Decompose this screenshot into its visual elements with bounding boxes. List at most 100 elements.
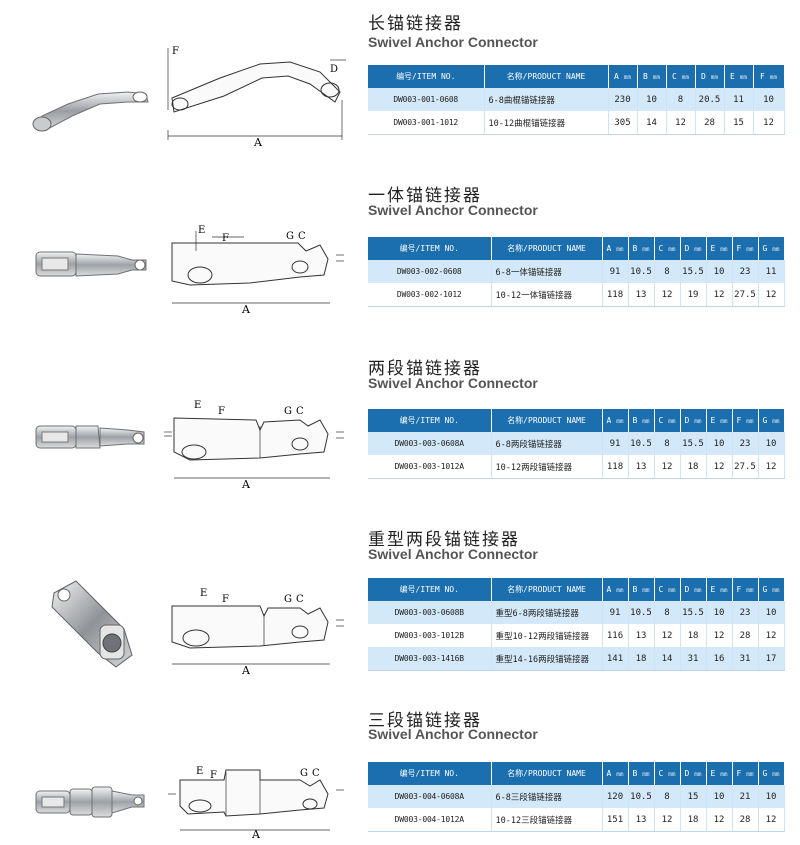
header-dim-a: A mm [602, 409, 629, 432]
drawing-label-G: G [284, 594, 292, 605]
cell-value: 12 [706, 283, 733, 307]
cell-value: 13 [628, 808, 655, 832]
spec-table-2: 编号/ITEM NO. 名称/PRODUCT NAME A mm B mm C … [368, 237, 785, 307]
cell-value: 91 [602, 260, 629, 283]
table-row: DW003-004-0608A 6-8三段锚链接器 120 10.5 8 15 … [368, 785, 785, 808]
section-title-en: Swivel Anchor Connector [368, 34, 538, 50]
cell-value: 151 [602, 808, 629, 832]
cell-value: 8 [654, 260, 681, 283]
section-title-zh: 重型两段锚链接器 [368, 530, 520, 550]
cell-value: 12 [706, 455, 733, 479]
drawing-label-F: F [218, 406, 225, 417]
drawing-label-A: A [241, 664, 251, 677]
cell-value: 12 [758, 283, 785, 307]
header-dim-a: A mm [602, 237, 629, 260]
header-dim-e: E mm [706, 762, 733, 785]
cell-value: 23 [732, 432, 759, 455]
header-dim-a: A mm [608, 65, 638, 88]
cell-value: 21 [732, 785, 759, 808]
cell-value: 10 [706, 432, 733, 455]
cell-item-no: DW003-004-1012A [368, 808, 492, 832]
drawing-label-F: F [222, 233, 229, 244]
cell-value: 8 [654, 785, 681, 808]
header-dim-f: F mm [732, 409, 759, 432]
table-row: DW003-003-1416B 重型14-16两段锚链接器 141 18 14 … [368, 647, 785, 671]
cell-item-no: DW003-001-1012 [368, 111, 485, 135]
product-photo-three-piece [35, 786, 145, 818]
product-photo-heavy-two-piece [51, 580, 133, 668]
drawing-label-A: A [251, 828, 261, 838]
header-dim-e: E mm [706, 409, 733, 432]
cell-product-name: 6-8一体锚链接器 [491, 260, 603, 283]
header-item-no: 编号/ITEM NO. [368, 578, 492, 601]
cell-item-no: DW003-003-0608A [368, 432, 492, 455]
cell-value: 15.5 [680, 601, 707, 624]
cell-item-no: DW003-002-0608 [368, 260, 492, 283]
cell-value: 12 [654, 808, 681, 832]
header-dim-d: D mm [680, 409, 707, 432]
header-dim-a: A mm [602, 578, 629, 601]
cell-value: 8 [654, 601, 681, 624]
drawing-label-C: C [298, 231, 306, 242]
header-dim-g: G mm [758, 578, 785, 601]
header-product-name: 名称/PRODUCT NAME [484, 65, 609, 88]
header-product-name: 名称/PRODUCT NAME [491, 762, 603, 785]
product-photo-one-piece [35, 251, 147, 277]
cell-product-name: 重型10-12两段锚链接器 [491, 624, 603, 647]
cell-value: 10 [706, 785, 733, 808]
header-item-no: 编号/ITEM NO. [368, 237, 492, 260]
table-row: DW003-003-0608B 重型6-8两段锚链接器 91 10.5 8 15… [368, 601, 785, 624]
cell-value: 23 [732, 260, 759, 283]
drawing-label-G: G [286, 231, 294, 242]
header-dim-d: D mm [680, 237, 707, 260]
cell-item-no: DW003-003-1416B [368, 647, 492, 671]
drawing-label-F: F [210, 770, 217, 781]
cell-value: 27.5 [732, 283, 759, 307]
cell-value: 12 [654, 283, 681, 307]
cell-item-no: DW003-001-0608 [368, 88, 485, 111]
header-dim-b: B mm [628, 762, 655, 785]
cell-value: 31 [732, 647, 759, 671]
drawing-label-E: E [196, 766, 203, 777]
spec-table-5: 编号/ITEM NO. 名称/PRODUCT NAME A mm B mm C … [368, 762, 785, 832]
section-title-en: Swivel Anchor Connector [368, 546, 538, 562]
header-dim-b: B mm [628, 409, 655, 432]
header-dim-f: F mm [753, 65, 785, 88]
product-section-1: F D A 长锚链接器 Swivel Anchor Connector 编号/I… [0, 0, 800, 160]
header-dim-c: C mm [654, 578, 681, 601]
cell-value: 28 [695, 111, 725, 135]
spec-table-1: 编号/ITEM NO. 名称/PRODUCT NAME A mm B mm C … [368, 65, 785, 135]
cell-value: 10 [706, 260, 733, 283]
cell-value: 14 [654, 647, 681, 671]
cell-value: 10 [637, 88, 667, 111]
header-item-no: 编号/ITEM NO. [368, 409, 492, 432]
cell-item-no: DW003-004-0608A [368, 785, 492, 808]
header-dim-c: C mm [654, 762, 681, 785]
drawing-label-E: E [198, 225, 205, 236]
cell-product-name: 10-12一体锚链接器 [491, 283, 603, 307]
cell-item-no: DW003-003-0608B [368, 601, 492, 624]
drawing-label-E: E [194, 400, 201, 411]
cell-value: 31 [680, 647, 707, 671]
cell-value: 118 [602, 283, 629, 307]
table-row: DW003-002-0608 6-8一体锚链接器 91 10.5 8 15.5 … [368, 260, 785, 283]
drawing-label-D: D [330, 64, 338, 75]
cell-value: 305 [608, 111, 638, 135]
cell-value: 23 [732, 601, 759, 624]
header-dim-c: C mm [654, 409, 681, 432]
cell-product-name: 重型6-8两段锚链接器 [491, 601, 603, 624]
cell-value: 27.5 [732, 455, 759, 479]
cell-value: 10.5 [628, 601, 655, 624]
section-title-zh: 一体锚链接器 [368, 186, 482, 206]
header-dim-a: A mm [602, 762, 629, 785]
spec-table-3: 编号/ITEM NO. 名称/PRODUCT NAME A mm B mm C … [368, 409, 785, 479]
drawing-label-G: G [284, 406, 292, 417]
drawing-label-C: C [296, 594, 304, 605]
drawing-label-E: E [200, 588, 207, 599]
header-dim-g: G mm [758, 237, 785, 260]
header-dim-b: B mm [637, 65, 667, 88]
cell-value: 17 [758, 647, 785, 671]
cell-value: 120 [602, 785, 629, 808]
cell-value: 18 [628, 647, 655, 671]
product-photo-long [32, 91, 149, 132]
